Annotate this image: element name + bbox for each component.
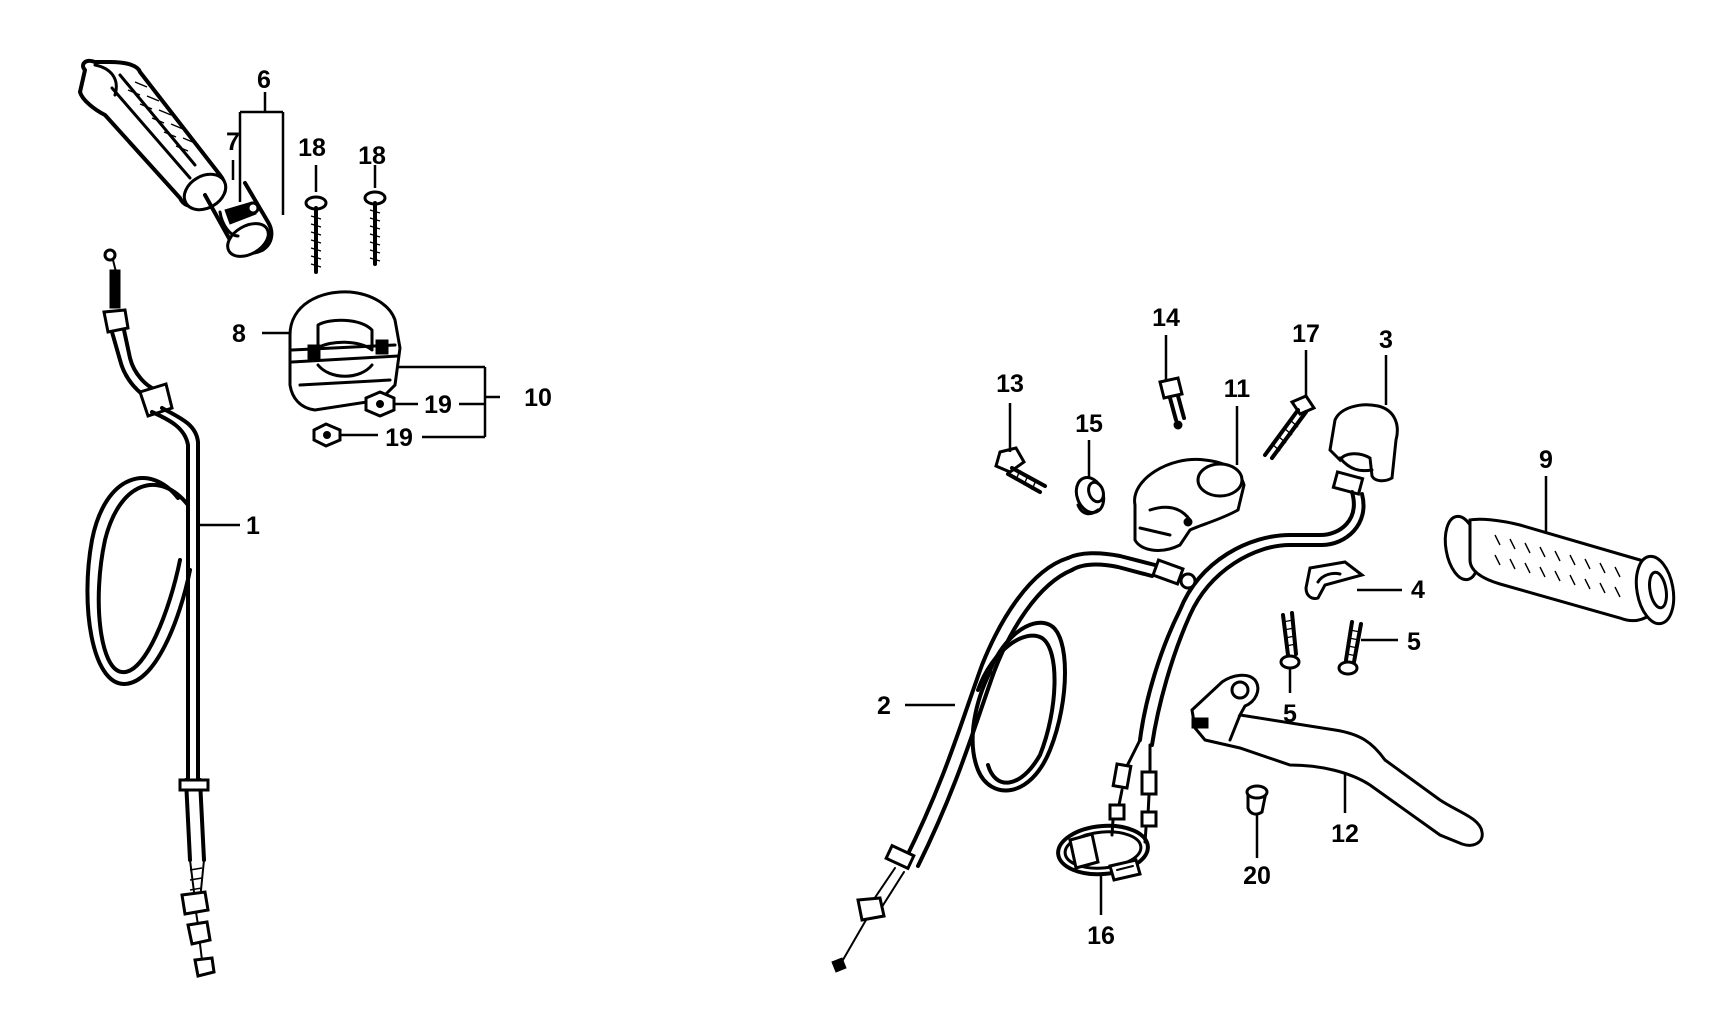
callout-6: 6 (257, 66, 271, 94)
screw-17 (1263, 394, 1317, 460)
callout-13: 13 (996, 370, 1024, 398)
leaders-left (198, 92, 500, 527)
callout-9: 9 (1539, 446, 1553, 474)
callout-15: 15 (1075, 410, 1103, 438)
callout-2: 2 (877, 692, 891, 720)
throttle-grip-assembly (78, 58, 274, 258)
throttle-housing (288, 290, 402, 412)
nut-19-b (312, 422, 342, 448)
callout-3: 3 (1379, 326, 1393, 354)
callout-20: 20 (1243, 862, 1271, 890)
cable-band-16 (1056, 823, 1150, 882)
leaders-right (905, 335, 1548, 915)
collar-15 (1074, 476, 1106, 516)
lever-bracket-cover-3 (1108, 403, 1399, 844)
lever-holder-11 (1133, 457, 1246, 552)
bolt-13 (994, 446, 1047, 494)
pivot-bolt-14 (1158, 376, 1186, 430)
dust-cap-20 (1245, 784, 1269, 816)
screw-5-b (1337, 620, 1363, 676)
callout-18a: 18 (298, 134, 326, 162)
callout-5b: 5 (1283, 700, 1297, 728)
callout-12: 12 (1331, 820, 1359, 848)
left-grip-9 (1443, 514, 1676, 626)
callout-11: 11 (1224, 375, 1251, 403)
callout-18b: 18 (358, 142, 386, 170)
screw-18-b (363, 190, 387, 266)
callout-19a: 19 (424, 391, 452, 419)
screw-5-a (1279, 611, 1301, 670)
clutch-lever-12 (1190, 673, 1484, 847)
callout-10: 10 (524, 384, 552, 412)
callout-4: 4 (1411, 576, 1425, 604)
callout-5a: 5 (1407, 628, 1421, 656)
callout-8: 8 (232, 320, 246, 348)
throttle-cable (85, 248, 216, 978)
callout-1: 1 (246, 512, 260, 540)
callout-7: 7 (226, 128, 240, 156)
callout-17: 17 (1292, 320, 1320, 348)
nut-19-a (364, 390, 396, 418)
callout-16: 16 (1087, 922, 1115, 950)
callout-labels: 1 2 3 4 5 5 6 7 8 9 10 11 12 13 14 15 16… (226, 66, 1553, 950)
callout-14: 14 (1152, 304, 1180, 332)
screw-18-a (304, 195, 328, 274)
clutch-cable-2 (831, 551, 1197, 973)
lever-pivot-cover-4 (1304, 560, 1366, 600)
callout-19b: 19 (385, 424, 413, 452)
